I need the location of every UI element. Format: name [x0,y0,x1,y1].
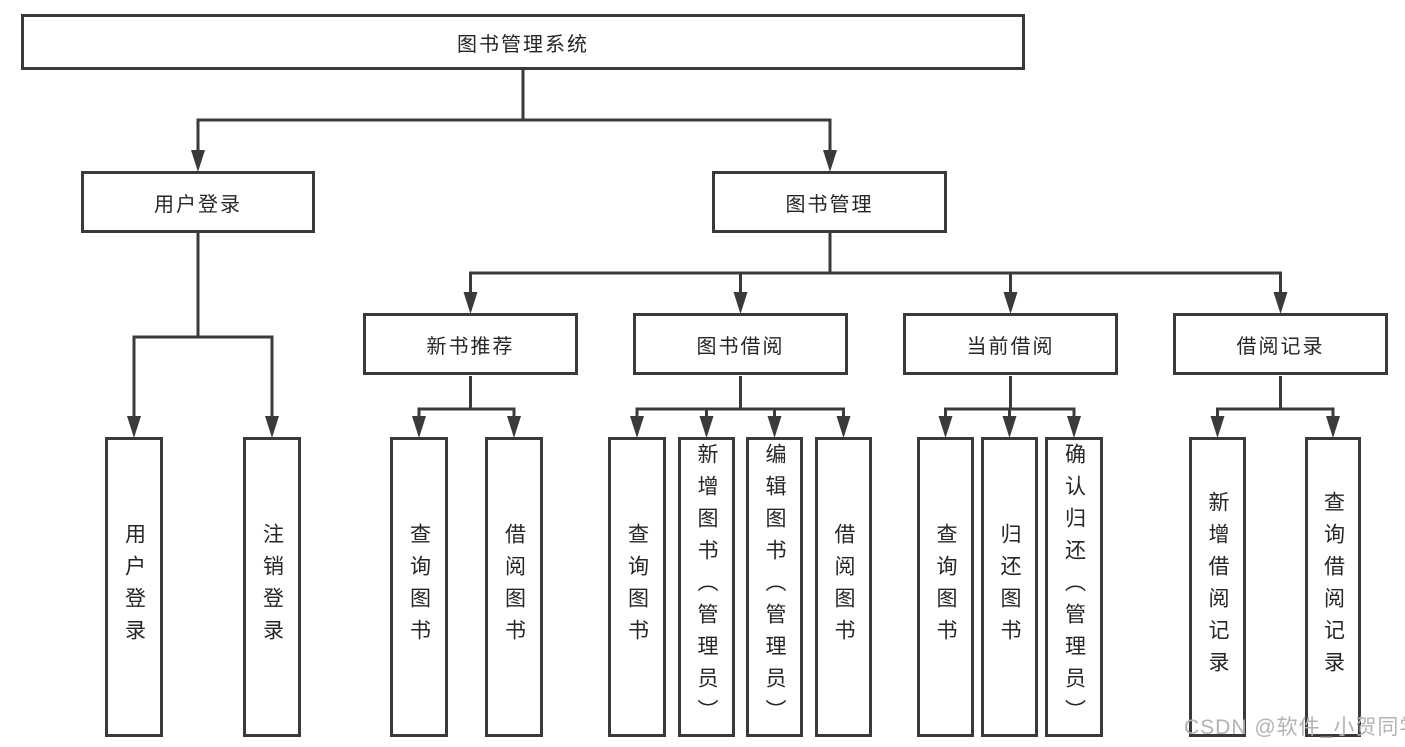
leaf-label: 借阅图书 [832,523,855,651]
leaf-label: 归还图书 [998,523,1021,651]
leaf-label: 借阅图书 [502,523,526,651]
leaf-recommend-borrow-book: 借阅图书 [485,437,543,737]
leaf-label: 新增图书（管理员） [695,443,718,731]
leaf-user-login: 用户登录 [105,437,163,737]
leaf-label: 注销登录 [260,523,284,651]
leaf-borrow-edit-book-admin: 编辑图书（管理员） [746,437,803,737]
node-label: 图书管理 [785,193,874,216]
leaf-record-query-borrow-record: 查询借阅记录 [1305,437,1361,737]
leaf-borrow-borrow-book: 借阅图书 [815,437,872,737]
csdn-watermark: CSDN @软件_小贺同学 [1184,716,1405,739]
leaf-label: 用户登录 [122,523,146,651]
leaf-borrow-query-book: 查询图书 [608,437,666,737]
leaf-label: 查询借阅记录 [1321,491,1345,683]
node-label: 新书推荐 [426,335,515,358]
leaf-label: 新增借阅记录 [1206,491,1229,683]
leaf-current-confirm-return-admin: 确认归还（管理员） [1045,437,1103,737]
leaf-record-add-borrow-record: 新增借阅记录 [1189,437,1246,737]
leaf-label: 确认归还（管理员） [1062,443,1086,731]
node-label: 借阅记录 [1236,335,1325,358]
leaf-label: 编辑图书（管理员） [763,443,786,731]
leaf-borrow-add-book-admin: 新增图书（管理员） [678,437,735,737]
node-user-login: 用户登录 [81,171,315,233]
node-label: 当前借阅 [966,335,1055,358]
leaf-logout: 注销登录 [243,437,301,737]
leaf-label: 查询图书 [407,523,431,651]
node-book-management: 图书管理 [712,171,947,233]
node-borrow-record: 借阅记录 [1173,313,1388,375]
leaf-label: 查询图书 [934,523,957,651]
node-label: 图书借阅 [696,335,785,358]
node-current-borrow: 当前借阅 [903,313,1118,375]
node-label: 用户登录 [154,193,242,216]
leaf-recommend-query-book: 查询图书 [390,437,448,737]
leaf-label: 查询图书 [625,523,649,651]
node-library-management-system: 图书管理系统 [21,14,1025,70]
node-book-borrow: 图书借阅 [633,313,848,375]
node-new-book-recommend: 新书推荐 [363,313,578,375]
leaf-current-query-book: 查询图书 [917,437,974,737]
node-label: 图书管理系统 [457,33,589,56]
leaf-current-return-book: 归还图书 [981,437,1038,737]
